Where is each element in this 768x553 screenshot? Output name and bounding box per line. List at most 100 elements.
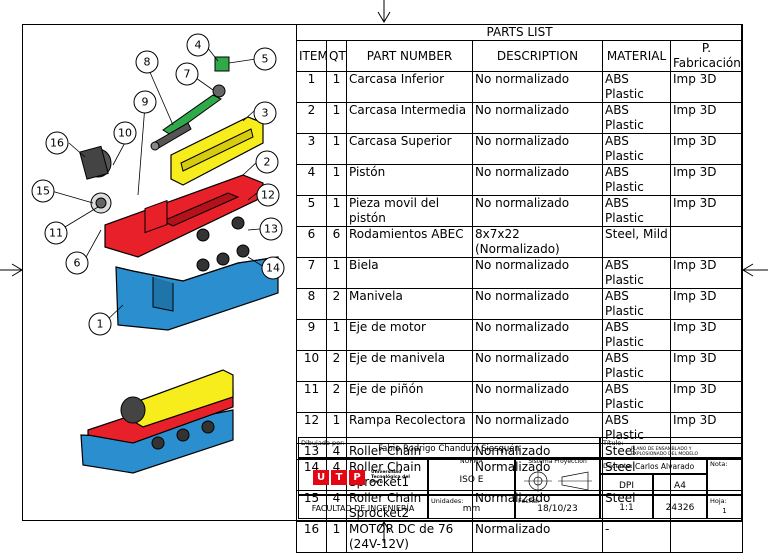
sheet: 1 — [722, 507, 727, 515]
cell-desc: No normalizado — [472, 133, 603, 165]
col-part-number: PART NUMBER — [346, 40, 473, 72]
callout-10: 10 — [113, 121, 137, 145]
format-cell: A4 — [653, 474, 707, 495]
cell-desc: 8x7x22 (Normalizado) — [472, 226, 603, 258]
nota-cell: Nota: — [707, 458, 742, 495]
scale: 1:1 — [619, 503, 634, 513]
cell-item: 11 — [296, 381, 327, 413]
cell-desc: No normalizado — [472, 164, 603, 196]
cell-fab: Imp 3D — [669, 288, 744, 320]
cell-mat: ABS Plastic — [602, 381, 671, 413]
format: A4 — [674, 481, 686, 491]
parts-list-table: PARTS LIST ITEM QTY PART NUMBER DESCRIPT… — [295, 24, 744, 553]
cell-part: Pistón — [346, 164, 473, 196]
sheet-cell: Hoja: 1 — [707, 495, 742, 519]
norma: ISO E — [459, 475, 484, 485]
dept-cell: DPI — [600, 474, 653, 495]
svg-text:11: 11 — [49, 227, 63, 240]
cell-part: Pieza movil del pistón — [346, 195, 473, 227]
cell-part: Rodamientos ABEC — [346, 226, 473, 258]
cell-item: 1 — [296, 71, 327, 103]
callout-12: 12 — [256, 183, 280, 207]
docente-cell: Docente: Carlos Alvarado — [600, 458, 707, 474]
cell-desc: No normalizado — [472, 195, 603, 227]
svg-text:7: 7 — [184, 68, 191, 81]
callout-8: 8 — [135, 50, 159, 74]
exploded-assembly-drawing: 1 2 3 4 5 6 7 8 9 10 11 12 13 14 15 16 — [31, 33, 285, 474]
date: 18/10/23 — [537, 504, 578, 514]
drawing-title: PLANO DE ENSAMBLADO Y EXPLOSIONADO DEL M… — [631, 447, 699, 457]
cell-qty: 2 — [326, 381, 347, 413]
cell-qty: 1 — [326, 521, 347, 553]
cell-item: 3 — [296, 133, 327, 165]
cell-mat: Steel, Mild — [602, 226, 671, 258]
assembled-view — [80, 369, 234, 474]
cell-part: Carcasa Superior — [346, 133, 473, 165]
cell-qty: 1 — [326, 102, 347, 134]
cell-item: 8 — [296, 288, 327, 320]
logo-text: Universidad Tecnológica del Perú — [371, 470, 410, 485]
cell-part: Carcasa Inferior — [346, 71, 473, 103]
callout-5: 5 — [253, 47, 277, 71]
cell-part: Eje de motor — [346, 319, 473, 351]
part-piston — [162, 56, 230, 136]
callout-7: 7 — [175, 62, 199, 86]
logo-cell: U T P Universidad Tecnológica del Perú — [298, 458, 428, 495]
units: mm — [462, 504, 481, 514]
cell-qty: 1 — [326, 133, 347, 165]
svg-text:13: 13 — [264, 223, 278, 236]
cell-part: Manivela — [346, 288, 473, 320]
col-item: ITEM — [296, 40, 327, 72]
cell-qty: 2 — [326, 350, 347, 382]
callout-15: 15 — [31, 179, 55, 203]
left-center-arrow — [0, 263, 23, 277]
callout-9: 9 — [133, 90, 157, 114]
units-cell: Unidades: mm — [428, 495, 515, 519]
norma-cell: NORMA ISO E — [428, 458, 515, 495]
cell-mat: ABS Plastic — [602, 133, 671, 165]
cell-mat: ABS Plastic — [602, 319, 671, 351]
cell-part: Carcasa Intermedia — [346, 102, 473, 134]
svg-text:9: 9 — [142, 96, 149, 109]
cell-fab: Imp 3D — [669, 133, 744, 165]
svg-text:1: 1 — [97, 318, 104, 331]
cell-item: 4 — [296, 164, 327, 196]
callout-2: 2 — [255, 150, 279, 174]
cell-mat: ABS Plastic — [602, 257, 671, 289]
svg-text:4: 4 — [195, 39, 202, 52]
cell-fab: Imp 3D — [669, 71, 744, 103]
svg-text:10: 10 — [118, 127, 132, 140]
projection-symbol-icon — [524, 470, 592, 492]
cell-fab — [669, 226, 744, 258]
projection-cell: Sistema Proyección — [515, 458, 600, 495]
col-fabricacion: P. Fabricación — [669, 40, 744, 72]
callout-13: 13 — [259, 217, 283, 241]
part-carcasa-superior — [170, 116, 264, 186]
parts-list-title: PARTS LIST — [295, 24, 744, 41]
leader-lines — [47, 46, 265, 322]
part-carcasa-inferior — [115, 256, 279, 331]
cell-mat: ABS Plastic — [602, 102, 671, 134]
cell-part: Eje de piñón — [346, 381, 473, 413]
svg-text:15: 15 — [36, 185, 50, 198]
cell-mat: - — [602, 521, 671, 553]
cell-qty: 1 — [326, 164, 347, 196]
svg-text:5: 5 — [262, 53, 269, 66]
cell-qty: 6 — [326, 226, 347, 258]
right-center-arrow — [742, 263, 768, 277]
cell-fab: Imp 3D — [669, 195, 744, 227]
cell-qty: 1 — [326, 71, 347, 103]
cell-part: Rampa Recolectora — [346, 412, 473, 444]
cell-fab: Imp 3D — [669, 319, 744, 351]
title-cell: Título: PLANO DE ENSAMBLADO Y EXPLOSIONA… — [600, 437, 742, 458]
svg-text:2: 2 — [264, 156, 271, 169]
col-material: MATERIAL — [602, 40, 671, 72]
cell-mat: ABS Plastic — [602, 412, 671, 444]
cell-desc: No normalizado — [472, 381, 603, 413]
